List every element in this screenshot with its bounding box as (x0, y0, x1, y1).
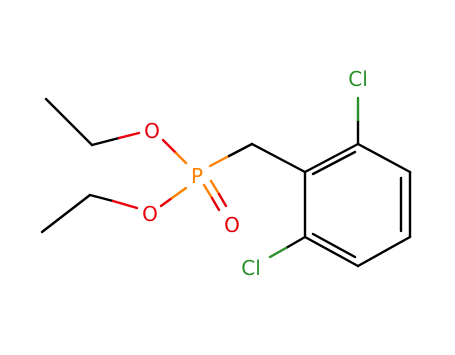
ring-inner-double-1 (311, 150, 357, 176)
bond-p-o-double-b-orange (209, 179, 221, 196)
ring-bond-4 (356, 235, 412, 268)
atom-o-upper: O (144, 119, 160, 143)
bond-ch2-o-upper (90, 136, 121, 147)
bond-p-ch2 (227, 142, 254, 158)
bond-ch2-o-lower-red (111, 199, 139, 210)
bond-o-p-upper-red (161, 138, 178, 155)
atom-p: P (191, 164, 203, 188)
atom-cl-lower: Cl (241, 256, 261, 280)
bond-p-o-double-a-red (210, 196, 221, 212)
bond-p-o-double-a-orange (202, 183, 214, 200)
bond-ch3-ch2-upper (44, 97, 94, 147)
bond-o-p-lower-orange (170, 186, 188, 200)
bond-p-o-double-b-red (217, 192, 228, 208)
bond-ch2-o-upper-red (117, 131, 141, 140)
bond-ring-cl-lower-green (268, 246, 288, 259)
ring-bond-2 (356, 142, 412, 174)
bond-ch2-o-lower (88, 193, 115, 203)
ring-inner-double-3 (311, 232, 357, 259)
atom-o-double: O (224, 213, 240, 237)
atom-o-lower: O (142, 202, 158, 226)
ring-bond-5 (303, 235, 360, 268)
bond-p-ch2-orange (208, 154, 231, 168)
bond-ch3-ch2-lower (40, 193, 92, 234)
bond-ch2-ring (250, 142, 307, 174)
ring-bond-1 (303, 142, 360, 174)
bond-o-p-upper-orange (174, 151, 188, 165)
atom-cl-upper: Cl (348, 67, 368, 91)
bond-ring-cl-lower (284, 235, 307, 250)
bond-o-p-lower-red (159, 196, 174, 208)
